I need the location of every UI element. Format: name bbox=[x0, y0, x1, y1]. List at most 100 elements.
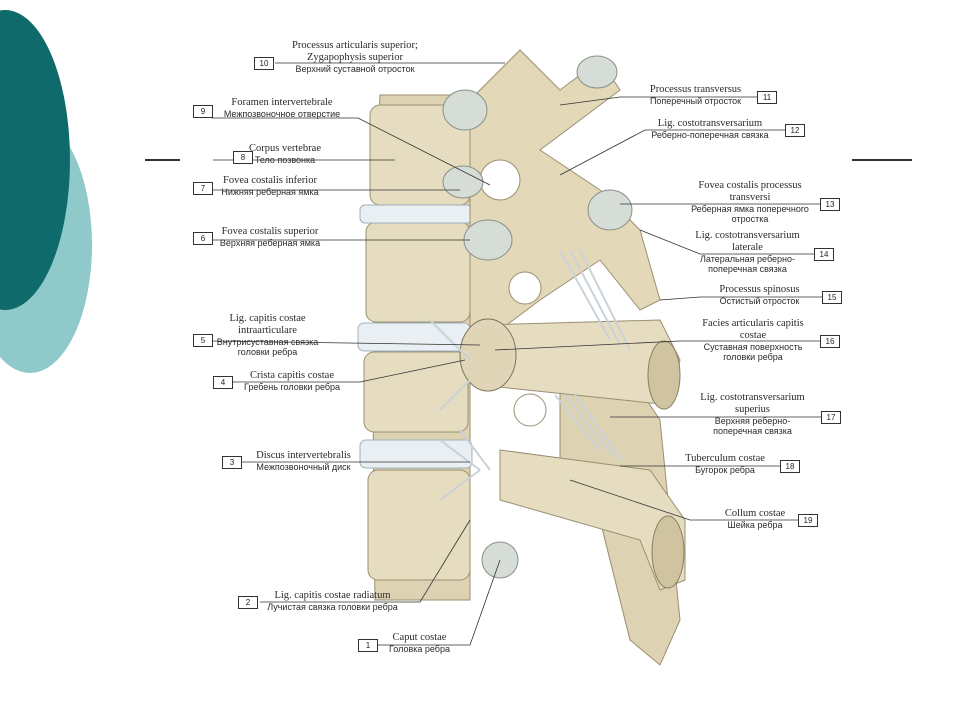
label-number: 4 bbox=[213, 376, 233, 389]
label-fovea-costalis-processus: Fovea costalis processus transversi Ребе… bbox=[680, 180, 820, 225]
label-fovea-costalis-inferior: Fovea costalis inferior Нижняя реберная … bbox=[205, 175, 335, 197]
label-russian: Верхний суставной отросток bbox=[295, 64, 415, 75]
label-facies-articularis: Facies articularis capitis costae Сустав… bbox=[688, 318, 818, 363]
leader-11 bbox=[559, 96, 758, 106]
leader-4 bbox=[232, 359, 466, 383]
label-lig-capitis-intraarticulare: Lig. capitis costae intraarticulare Внут… bbox=[205, 313, 330, 358]
leader-1 bbox=[378, 559, 501, 646]
label-latin: Lig. costotransversarium bbox=[657, 118, 763, 129]
label-crista-capitis-costae: Crista capitis costae Гребень головки ре… bbox=[227, 370, 357, 392]
label-russian: Межпозвоночный диск bbox=[256, 462, 351, 473]
label-processus-spinosus: Processus spinosus Остистый отросток bbox=[702, 284, 817, 306]
label-latin: Fovea costalis superior bbox=[221, 226, 319, 237]
label-russian: Нижняя реберная ямка bbox=[221, 187, 319, 198]
label-latin: Lig. costotransversarium bbox=[700, 392, 805, 403]
ribs bbox=[459, 318, 686, 591]
label-number: 3 bbox=[222, 456, 242, 469]
label-russian: Бугорок ребра bbox=[695, 465, 755, 476]
label-number: 11 bbox=[757, 91, 777, 104]
intervertebral-discs bbox=[357, 204, 473, 469]
label-number: 12 bbox=[785, 124, 805, 137]
label-number: 14 bbox=[814, 248, 834, 261]
label-foramen-intervertebrale: Foramen intervertebrale Межпозвоночное о… bbox=[207, 97, 357, 119]
label-russian: Реберно-поперечная связка bbox=[651, 130, 769, 141]
label-lig-costotransversarium: Lig. costotransversarium Реберно-попереч… bbox=[640, 118, 780, 140]
leader-16 bbox=[494, 340, 820, 351]
leader-5 bbox=[211, 340, 481, 346]
label-number: 5 bbox=[193, 334, 213, 347]
label-discus-intervertebralis: Discus intervertebralis Межпозвоночный д… bbox=[236, 450, 371, 472]
label-russian: Верхняя реберно- bbox=[714, 416, 791, 427]
label-fovea-costalis-superior: Fovea costalis superior Верхняя реберная… bbox=[205, 226, 335, 248]
label-russian: поперечная связка bbox=[713, 426, 792, 437]
label-latin: Corpus vertebrae bbox=[248, 143, 321, 154]
label-russian: Реберная ямка поперечного bbox=[691, 204, 809, 215]
label-number: 18 bbox=[780, 460, 800, 473]
label-russian: Внутрисуставная связка bbox=[216, 337, 319, 348]
label-latin: Processus spinosus bbox=[719, 284, 800, 295]
label-processus-transversus: Processus transversus Поперечный отросто… bbox=[638, 84, 753, 106]
label-latin: Fovea costalis inferior bbox=[223, 175, 317, 186]
ligaments bbox=[429, 249, 631, 501]
label-latin: Caput costae bbox=[392, 632, 447, 643]
label-russian: Шейка ребра bbox=[727, 520, 783, 531]
label-latin: Processus transversus bbox=[649, 84, 742, 95]
label-number: 10 bbox=[254, 57, 274, 70]
label-latin: laterale bbox=[732, 242, 763, 254]
label-russian: Лучистая связка головки ребра bbox=[267, 602, 398, 613]
label-caput-costae: Caput costae Головка ребра bbox=[372, 632, 467, 654]
label-latin: Collum costae bbox=[724, 508, 786, 519]
label-number: 8 bbox=[233, 151, 253, 164]
label-number: 7 bbox=[193, 182, 213, 195]
label-latin: Zygapophysis superior bbox=[307, 52, 403, 64]
label-russian: Остистый отросток bbox=[719, 296, 800, 307]
label-number: 13 bbox=[820, 198, 840, 211]
label-latin: Discus intervertebralis bbox=[256, 450, 351, 461]
label-latin: costae bbox=[739, 330, 767, 342]
label-russian: Межпозвоночное отверстие bbox=[223, 109, 341, 120]
leader-15 bbox=[659, 296, 822, 301]
label-collum-costae: Collum costae Шейка ребра bbox=[715, 508, 795, 530]
label-russian: Верхняя реберная ямка bbox=[219, 238, 321, 249]
label-tuberculum-costae: Tuberculum costae Бугорок ребра bbox=[675, 453, 775, 475]
label-latin: Tuberculum costae bbox=[685, 453, 765, 464]
label-latin: superius bbox=[735, 404, 770, 416]
label-number: 1 bbox=[358, 639, 378, 652]
label-latin: Lig. costotransversarium bbox=[695, 230, 800, 241]
label-number: 6 bbox=[193, 232, 213, 245]
label-latin: Processus articularis superior; bbox=[292, 40, 418, 51]
label-latin: intraarticulare bbox=[238, 325, 297, 337]
label-number: 16 bbox=[820, 335, 840, 348]
label-latin: Lig. capitis costae radiatum bbox=[274, 590, 391, 601]
label-lig-capitis-radiatum: Lig. capitis costae radiatum Лучистая св… bbox=[250, 590, 415, 612]
teal-dark-circle bbox=[0, 10, 70, 310]
label-processus-articularis: Processus articularis superior; Zygapoph… bbox=[270, 40, 440, 74]
label-latin: Foramen intervertebrale bbox=[231, 97, 333, 108]
label-russian: Суставная поверхность bbox=[703, 342, 803, 353]
leader-9 bbox=[212, 117, 491, 186]
label-number: 9 bbox=[193, 105, 213, 118]
label-russian: Гребень головки ребра bbox=[243, 382, 341, 393]
label-russian: головки ребра bbox=[237, 347, 298, 358]
label-russian: отростка bbox=[731, 214, 769, 225]
leader-12 bbox=[559, 129, 785, 176]
label-number: 15 bbox=[822, 291, 842, 304]
label-number: 17 bbox=[821, 411, 841, 424]
label-russian: Тело позвонка bbox=[254, 155, 316, 166]
label-number: 2 bbox=[238, 596, 258, 609]
label-lig-costotransversarium-superius: Lig. costotransversarium superius Верхня… bbox=[690, 392, 815, 437]
label-corpus-vertebrae: Corpus vertebrae Тело позвонка bbox=[245, 143, 325, 165]
label-latin: Crista capitis costae bbox=[250, 370, 334, 381]
label-russian: головки ребра bbox=[723, 352, 783, 363]
leader-2 bbox=[260, 519, 471, 603]
label-number: 19 bbox=[798, 514, 818, 527]
label-latin: transversi bbox=[729, 192, 771, 204]
label-latin: Fovea costalis processus bbox=[698, 180, 802, 191]
label-russian: поперечная связка bbox=[708, 264, 787, 275]
leader-14 bbox=[639, 229, 814, 255]
label-latin: Lig. capitis costae bbox=[229, 313, 306, 324]
label-russian: Головка ребра bbox=[389, 644, 450, 655]
label-lig-costotransversarium-laterale: Lig. costotransversarium laterale Латера… bbox=[685, 230, 810, 275]
